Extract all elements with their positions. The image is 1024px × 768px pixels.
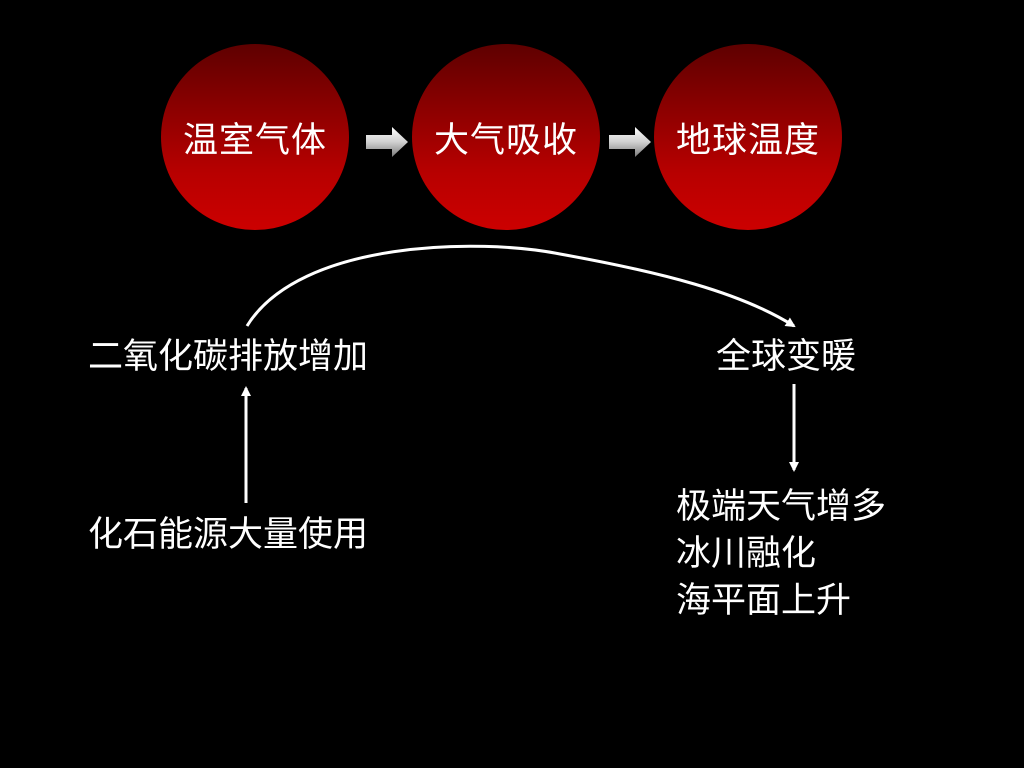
circle-label-earth-temperature: 地球温度 (675, 120, 820, 161)
effect-glacier-melt: 冰川融化 (676, 534, 817, 574)
step-arrow-icon (366, 127, 408, 157)
circle-atmosphere-absorb: 大气吸收 (412, 44, 600, 230)
step-arrow-icon (609, 127, 651, 157)
effect-sea-level-rise: 海平面上升 (676, 581, 852, 621)
effect-extreme-weather: 极端天气增多 (676, 487, 887, 527)
label-fossil-energy: 化石能源大量使用 (88, 515, 369, 555)
circle-greenhouse-gas: 温室气体 (161, 44, 349, 230)
curved-arrow-icon (245, 244, 796, 328)
circle-label-greenhouse-gas: 温室气体 (182, 120, 327, 161)
effects-list: 极端天气增多 冰川融化 海平面上升 (676, 484, 886, 625)
circle-earth-temperature: 地球温度 (654, 44, 842, 230)
label-global-warming: 全球变暖 (716, 337, 857, 377)
label-co2-emission: 二氧化碳排放增加 (88, 337, 369, 377)
circle-label-atmosphere-absorb: 大气吸收 (433, 120, 578, 161)
